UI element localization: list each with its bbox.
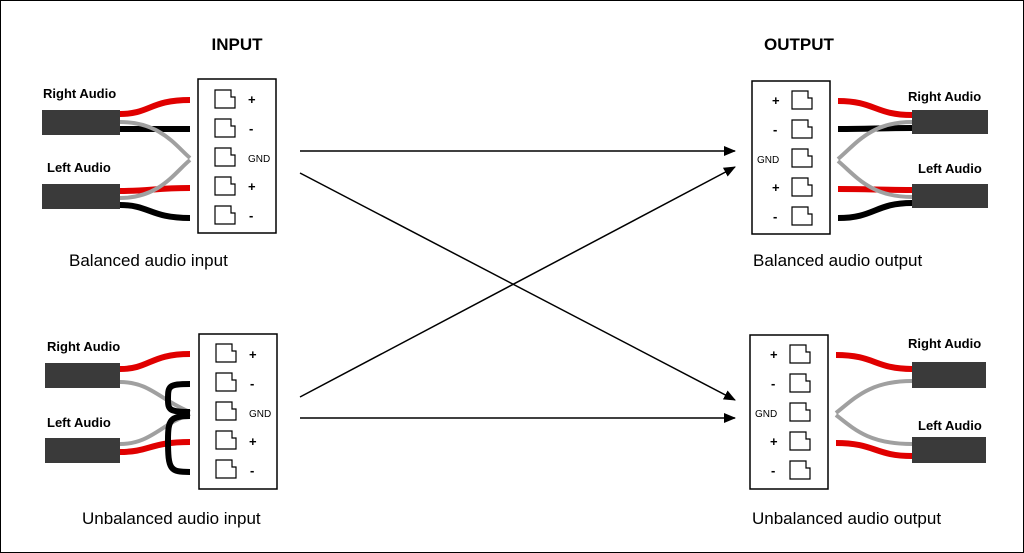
unbalanced-input-block: Right Audio Left Audio + - GND + - Unbal… — [45, 333, 278, 528]
pin-label: GND — [248, 154, 270, 165]
left-audio-label: Left Audio — [918, 161, 982, 176]
pin-label: + — [770, 347, 778, 362]
left-hot-wire — [119, 439, 191, 455]
right-shield-wire — [834, 379, 913, 415]
right-hot-wire — [835, 352, 913, 372]
pin-label: + — [248, 179, 256, 194]
pin-label: + — [249, 434, 257, 449]
left-shield-wire — [119, 158, 192, 200]
pin-label: + — [249, 347, 257, 362]
left-audio-cable — [42, 184, 120, 209]
right-hot-wire — [119, 97, 191, 117]
pin-label: - — [250, 463, 254, 478]
unbalanced-input-caption: Unbalanced audio input — [82, 509, 261, 528]
jumper-wire-upper — [164, 381, 191, 415]
pin-label: GND — [757, 155, 779, 166]
left-audio-cable — [912, 184, 988, 208]
pin-label: - — [773, 122, 777, 137]
right-audio-label: Right Audio — [908, 336, 981, 351]
terminal-block — [751, 80, 831, 235]
pin-label: - — [771, 376, 775, 391]
right-shield-wire — [119, 380, 191, 414]
terminal-block — [749, 334, 829, 490]
balanced-output-caption: Balanced audio output — [753, 251, 922, 270]
pin-label: - — [771, 463, 775, 478]
left-shield-wire — [834, 413, 913, 446]
unbalanced-output-caption: Unbalanced audio output — [752, 509, 941, 528]
balanced-input-caption: Balanced audio input — [69, 251, 228, 270]
right-audio-label: Right Audio — [43, 86, 116, 101]
right-audio-cable — [912, 362, 986, 388]
left-audio-label: Left Audio — [918, 418, 982, 433]
right-shield-wire — [119, 120, 192, 160]
arrow-unbalanced-to-balanced — [299, 166, 736, 398]
right-audio-label: Right Audio — [908, 89, 981, 104]
pin-label: - — [249, 121, 253, 136]
input-title: INPUT — [212, 35, 264, 54]
left-hot-wire — [835, 440, 913, 459]
output-title: OUTPUT — [764, 35, 835, 54]
jumper-wire-lower — [164, 413, 191, 475]
left-cold-wire — [837, 200, 913, 221]
pin-label: GND — [249, 409, 271, 420]
left-audio-cable — [45, 438, 120, 463]
pin-label: - — [250, 376, 254, 391]
pin-label: GND — [755, 409, 777, 420]
unbalanced-output-block: + - GND + - Right Audio Left Audio Unbal… — [749, 334, 986, 528]
pin-label: + — [772, 180, 780, 195]
pin-label: - — [249, 208, 253, 223]
pin-label: + — [770, 434, 778, 449]
pin-label: - — [773, 209, 777, 224]
right-audio-cable — [42, 110, 120, 135]
pin-label: + — [772, 93, 780, 108]
balanced-input-block: Right Audio Left Audio + - GND + - Balan… — [42, 78, 277, 270]
terminal-block — [198, 333, 278, 490]
balanced-output-block: + - GND + - Right Audio Left Audio Balan… — [751, 80, 988, 270]
right-hot-wire — [837, 98, 913, 118]
right-shield-wire — [836, 120, 913, 161]
left-audio-label: Left Audio — [47, 160, 111, 175]
left-audio-cable — [912, 437, 986, 463]
terminal-block — [197, 78, 277, 234]
arrow-balanced-to-unbalanced — [299, 172, 736, 401]
right-hot-wire — [119, 351, 191, 372]
right-audio-label: Right Audio — [47, 339, 120, 354]
left-cold-wire — [119, 202, 191, 221]
right-audio-cable — [45, 363, 120, 388]
pin-label: + — [248, 92, 256, 107]
left-shield-wire — [836, 159, 913, 199]
right-audio-cable — [912, 110, 988, 134]
left-audio-label: Left Audio — [47, 415, 111, 430]
